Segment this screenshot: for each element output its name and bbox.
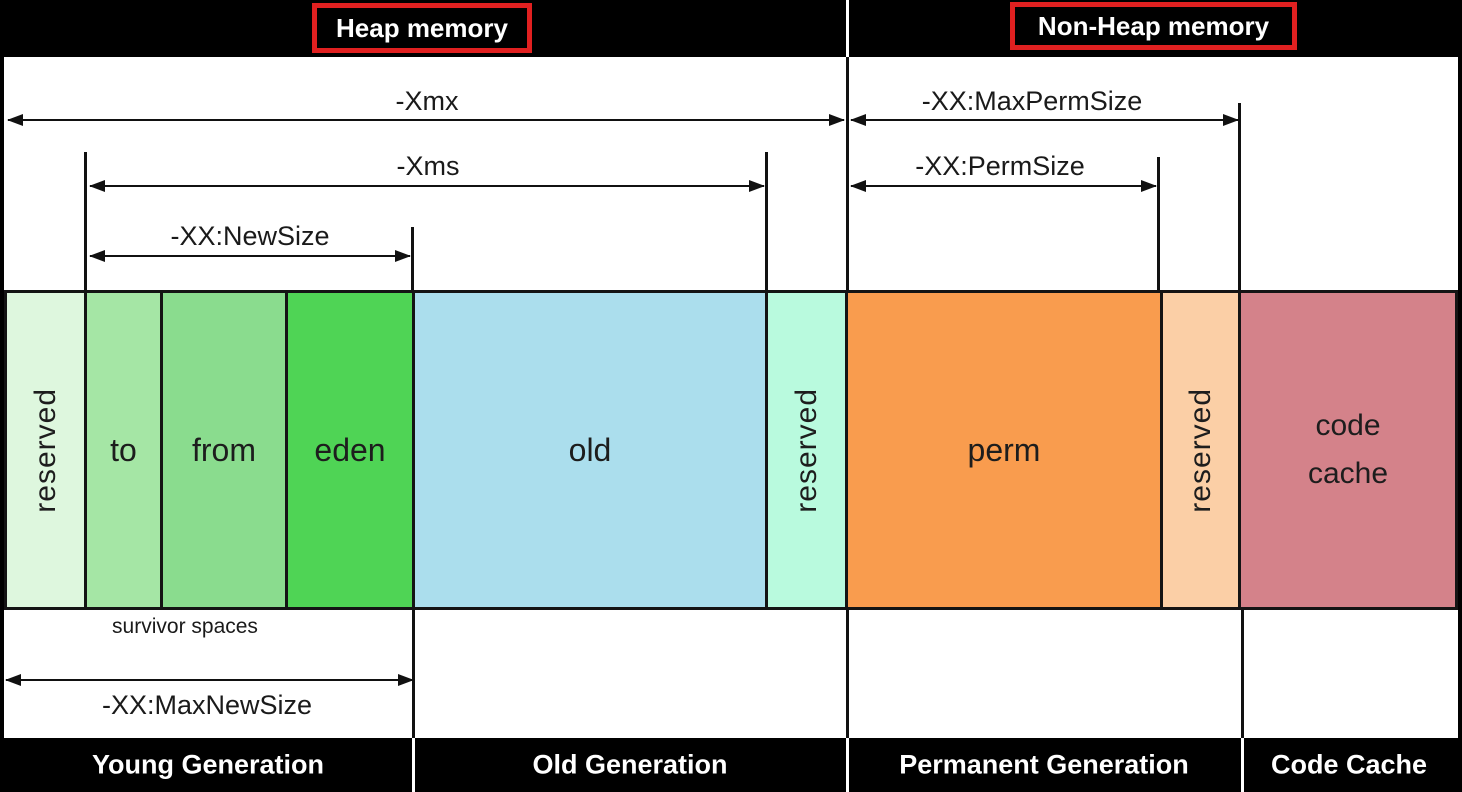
block-reserved-nonheap: reserved <box>1163 293 1241 607</box>
perm-size-label: -XX:PermSize <box>915 151 1085 181</box>
block-label: code cache <box>1307 409 1389 490</box>
footer-divider-3 <box>1241 738 1244 792</box>
block-reserved-heap-right: reserved <box>768 293 848 607</box>
block-label: from <box>192 431 256 468</box>
block-from: from <box>163 293 288 607</box>
block-label: reserved <box>789 387 823 513</box>
block-label: to <box>110 431 137 468</box>
footer-bar: Young Generation Old Generation Permanen… <box>0 738 1462 792</box>
non-heap-memory-label: Non-Heap memory <box>1037 10 1270 41</box>
footer-code-cache: Code Cache <box>1270 749 1428 780</box>
tick-max-perm-size-right <box>1238 103 1241 290</box>
footer-divider-1 <box>412 738 415 792</box>
old-perm-divider-line <box>846 610 849 738</box>
footer-young-generation: Young Generation <box>91 749 325 780</box>
xms-label: -Xms <box>396 151 460 181</box>
survivor-spaces-label: survivor spaces <box>112 615 258 638</box>
block-label: old <box>568 431 612 468</box>
footer-old-generation: Old Generation <box>532 749 728 780</box>
max-perm-size-arrow <box>850 114 1239 126</box>
block-label: perm <box>967 431 1041 468</box>
left-frame-border <box>0 0 4 792</box>
xms-arrow <box>89 180 765 192</box>
memory-blocks-row: reserved to from eden old reserved perm … <box>4 290 1458 610</box>
tick-new-size-right <box>411 227 414 290</box>
tick-xms-left <box>84 152 87 290</box>
heap-memory-label-box: Heap memory <box>312 3 532 53</box>
heap-nonheap-divider-line <box>846 57 849 290</box>
heap-memory-label: Heap memory <box>336 12 508 43</box>
block-label: reserved <box>28 387 62 513</box>
young-old-divider-line <box>412 610 415 738</box>
max-new-size-arrow <box>5 674 414 686</box>
tick-perm-size-right <box>1157 157 1160 290</box>
tick-xms-right <box>765 152 768 290</box>
xmx-label: -Xmx <box>395 86 459 116</box>
block-code-cache: code cache <box>1241 293 1455 607</box>
block-label: reserved <box>1183 387 1217 513</box>
max-new-size-label: -XX:MaxNewSize <box>101 690 313 720</box>
header-bar: Heap memory Non-Heap memory <box>0 0 1462 57</box>
new-size-arrow <box>89 250 411 262</box>
block-eden: eden <box>288 293 415 607</box>
block-perm: perm <box>848 293 1163 607</box>
block-label: eden <box>314 431 386 468</box>
max-perm-size-label: -XX:MaxPermSize <box>921 86 1143 116</box>
block-to: to <box>87 293 163 607</box>
non-heap-memory-label-box: Non-Heap memory <box>1010 2 1297 50</box>
new-size-label: -XX:NewSize <box>170 221 330 251</box>
header-section-divider <box>846 0 849 57</box>
block-old: old <box>415 293 768 607</box>
footer-permanent-generation: Permanent Generation <box>899 749 1189 780</box>
right-frame-border <box>1458 0 1462 792</box>
perm-codecache-divider-line <box>1241 610 1244 738</box>
footer-divider-2 <box>846 738 849 792</box>
xmx-arrow <box>7 114 845 126</box>
perm-size-arrow <box>850 180 1157 192</box>
block-reserved-heap-left: reserved <box>7 293 87 607</box>
